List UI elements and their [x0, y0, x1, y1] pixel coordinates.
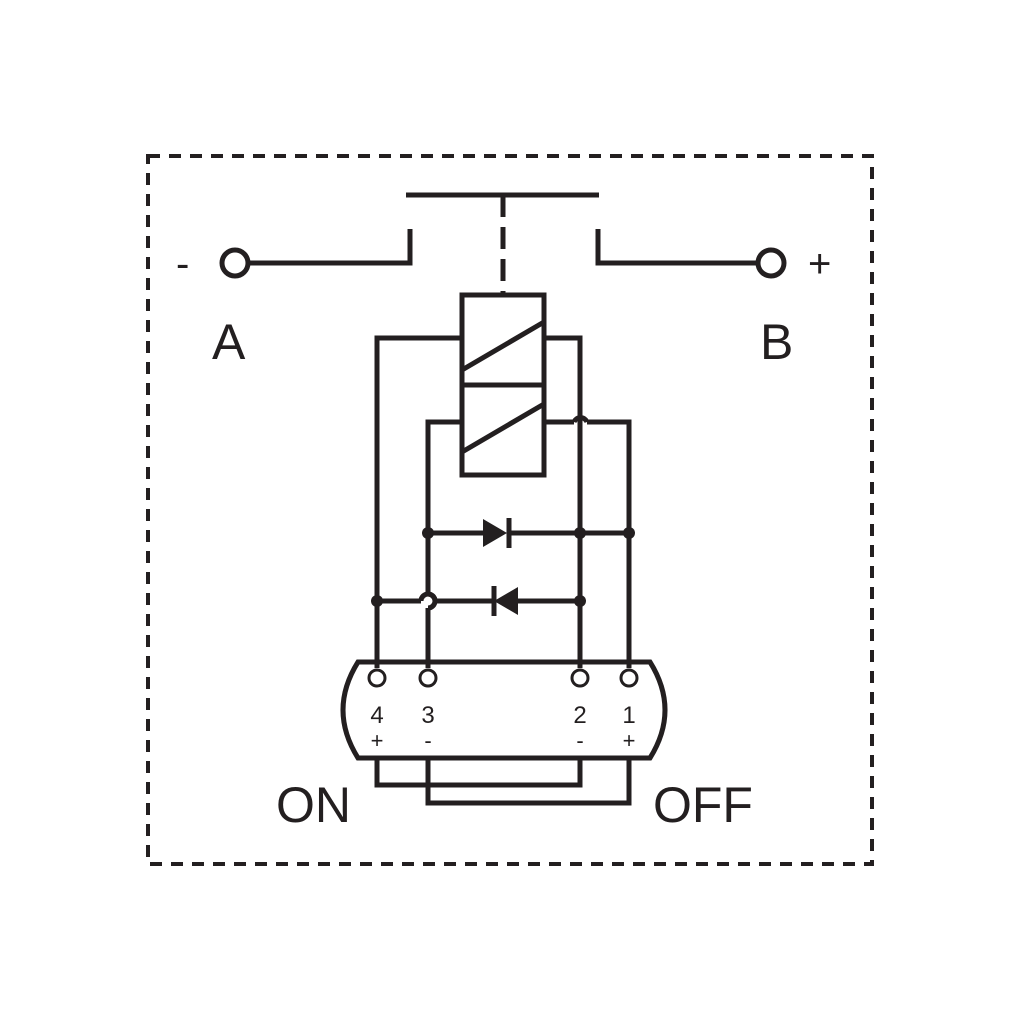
relay-coil: [459, 292, 547, 478]
switch-jumpers: [374, 758, 632, 806]
terminal-b-label: B: [760, 314, 793, 370]
wire-pin4-coil: [374, 335, 462, 668]
pin-3-polarity: -: [424, 728, 431, 753]
off-jumper-loop: [425, 758, 632, 806]
pin-1-polarity: +: [623, 728, 636, 753]
wire-pin2-coil: [544, 335, 583, 668]
wire-pin1-coil: [587, 419, 632, 668]
pin-4-polarity: +: [371, 728, 384, 753]
wire-pin3-coil-upper: [425, 419, 462, 594]
contact-right-arm: [595, 229, 758, 266]
wire-crossover-hop-right: [571, 415, 590, 424]
off-label: OFF: [653, 777, 753, 833]
pin-2-socket: [570, 668, 590, 688]
terminal-a-polarity: -: [176, 242, 189, 286]
pin-3-socket: [418, 668, 438, 688]
switch-contact: [250, 192, 758, 295]
diode-lower-triangle: [494, 587, 518, 615]
junction-dot: [574, 527, 586, 539]
terminal-a-ring: [219, 247, 251, 279]
on-label: ON: [276, 777, 351, 833]
coil-lower-winding: [460, 401, 546, 455]
coil-upper-winding: [460, 319, 546, 373]
junction-dot: [574, 595, 586, 607]
terminal-b: + B: [755, 242, 831, 370]
diode-lower: [491, 586, 518, 616]
terminal-a: - A: [176, 242, 251, 370]
dashed-enclosure-border: [146, 154, 874, 866]
terminal-b-polarity: +: [808, 242, 831, 286]
connector-housing: [340, 659, 668, 761]
terminal-a-label: A: [212, 314, 246, 370]
pin-2-polarity: -: [576, 728, 583, 753]
junction-dot: [371, 595, 383, 607]
pin-4-socket: [367, 668, 387, 688]
pin-3-number: 3: [421, 702, 434, 729]
pin-1-number: 1: [622, 702, 635, 729]
diode-upper-triangle: [483, 519, 507, 547]
lower-diode-hop: [418, 591, 438, 602]
contact-left-arm: [250, 229, 413, 266]
junctions: [371, 527, 635, 607]
terminal-b-ring: [755, 247, 787, 279]
pin-4-number: 4: [370, 702, 383, 729]
diode-upper: [483, 518, 512, 548]
connector: 4 3 2 1 + - - +: [340, 659, 668, 761]
junction-dot: [623, 527, 635, 539]
pin-1-socket: [619, 668, 639, 688]
junction-dot: [422, 527, 434, 539]
pin-2-number: 2: [573, 702, 586, 729]
wiring: [374, 335, 632, 668]
on-jumper-loop: [374, 758, 583, 788]
